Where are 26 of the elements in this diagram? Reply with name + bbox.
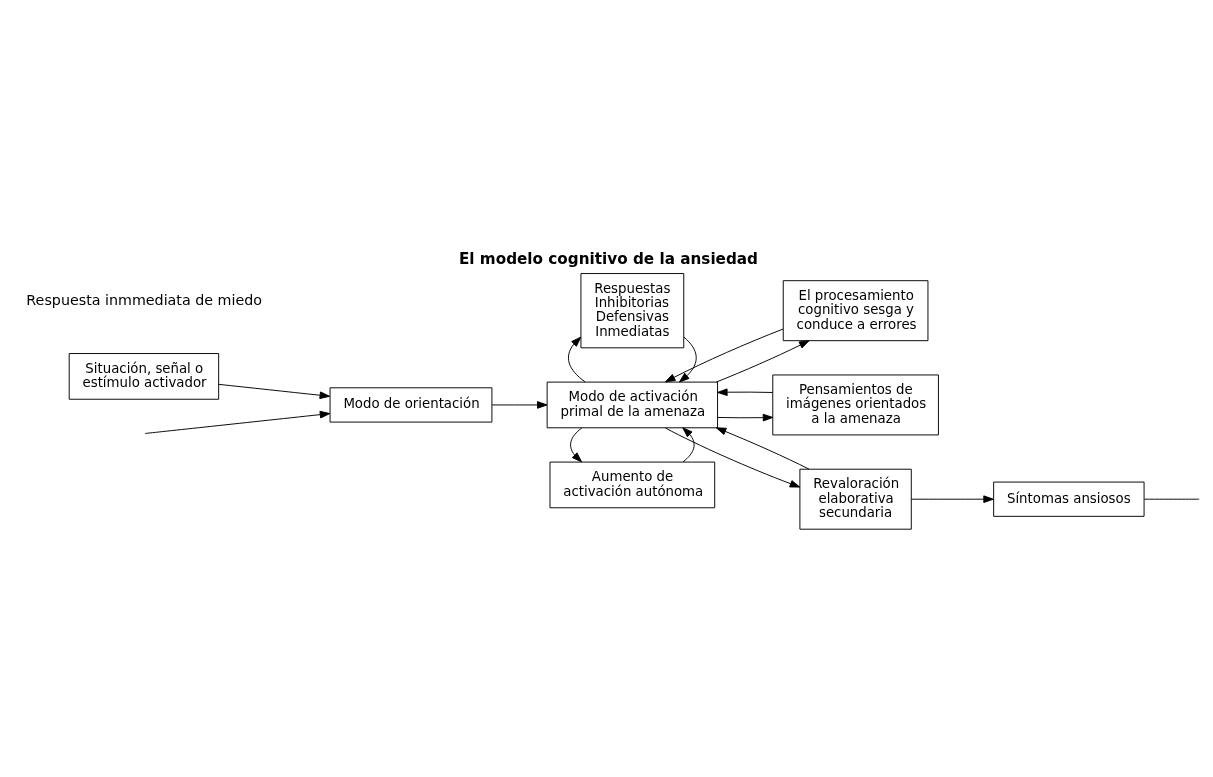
node-box: Respuestas Inhibitorias Defensivas Inmediatas	[580, 272, 685, 348]
node-box: Aumento de activación autónoma	[549, 461, 716, 508]
connector	[1143, 498, 1200, 500]
diagram-title: El modelo cognitivo de la ansiedad	[458, 249, 758, 268]
node-box: Síntomas ansiosos	[993, 481, 1145, 517]
arrow	[218, 383, 331, 399]
arrow	[665, 328, 784, 382]
node-box: Modo de orientación	[329, 386, 493, 423]
arrow	[570, 426, 583, 462]
node-box: Pensamientos de imágenes orientados a la amenaza	[772, 374, 939, 435]
arrow	[568, 336, 586, 382]
arrow	[665, 427, 801, 488]
arrow	[715, 339, 810, 383]
node-box: Revaloración elaborativa secundaria	[799, 468, 912, 530]
label: Respuesta inmmediata de miedo	[26, 291, 263, 308]
node-box: El procesamiento cognitivo sesga y conduce a errores	[782, 279, 929, 341]
node-box: Modo de activación primal de la amenaza	[546, 381, 719, 428]
arrow	[491, 400, 548, 409]
arrow	[911, 494, 994, 503]
arrow	[717, 413, 774, 421]
arrow	[717, 387, 774, 396]
arrow	[144, 410, 331, 434]
arrow	[682, 426, 695, 462]
node-box: Situación, señal o estímulo activador	[68, 352, 220, 400]
arrow	[715, 426, 810, 470]
arrow	[679, 336, 697, 382]
